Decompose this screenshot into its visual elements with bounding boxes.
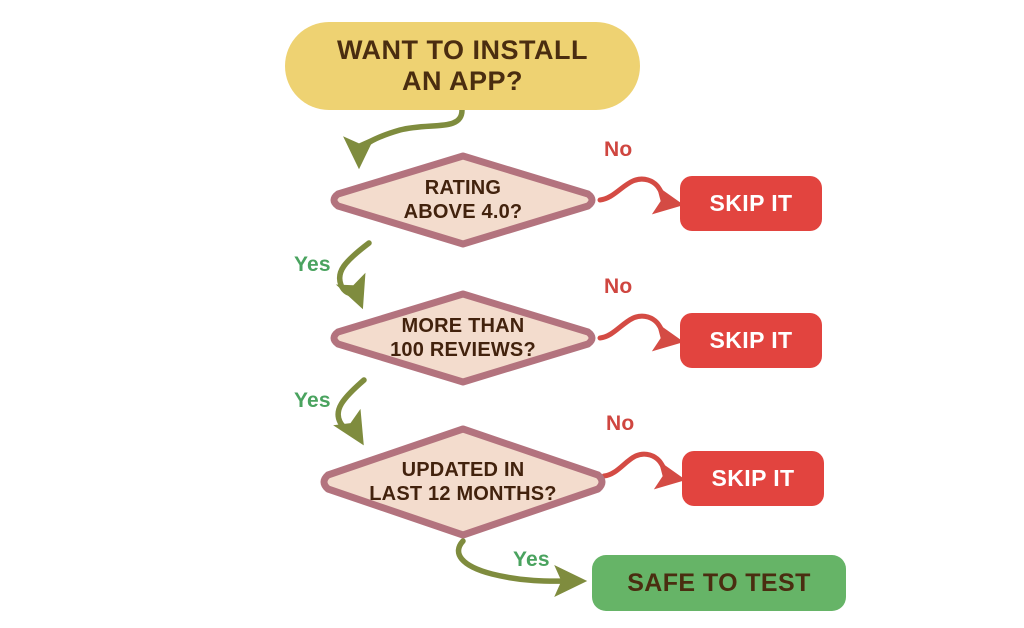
decision-label-reviews: MORE THAN 100 REVIEWS? — [390, 315, 536, 361]
safe-to-test-button[interactable]: SAFE TO TEST — [592, 555, 846, 611]
edge-label-no-1: No — [604, 138, 633, 161]
decision-node-updated[interactable]: UPDATED IN LAST 12 MONTHS? — [316, 423, 610, 541]
skip-it-label: SKIP IT — [709, 327, 793, 353]
decision-label-updated: UPDATED IN LAST 12 MONTHS? — [369, 459, 557, 505]
edge-label-no-3: No — [606, 412, 635, 435]
skip-it-label: SKIP IT — [709, 190, 793, 216]
edge-reviews-no — [597, 313, 684, 352]
skip-it-button-1[interactable]: SKIP IT — [680, 176, 822, 231]
decision-label-rating: RATING ABOVE 4.0? — [403, 177, 523, 223]
decision-node-reviews[interactable]: MORE THAN 100 REVIEWS? — [326, 288, 600, 388]
diamond-shape — [320, 425, 606, 539]
edge-label-yes-2: Yes — [294, 389, 331, 412]
skip-it-label: SKIP IT — [711, 465, 795, 491]
diamond-shape — [330, 152, 596, 248]
edge-updated-no — [601, 451, 686, 490]
skip-it-button-3[interactable]: SKIP IT — [682, 451, 824, 506]
edge-rating-no — [597, 176, 684, 215]
edge-label-yes-1: Yes — [294, 253, 331, 276]
diamond-shape — [330, 290, 596, 386]
skip-it-button-2[interactable]: SKIP IT — [680, 313, 822, 368]
safe-to-test-label: SAFE TO TEST — [627, 568, 811, 597]
decision-node-rating[interactable]: RATING ABOVE 4.0? — [326, 150, 600, 250]
start-node-label: WANT TO INSTALL AN APP? — [337, 34, 588, 96]
edge-label-yes-3: Yes — [513, 548, 550, 571]
edge-label-no-2: No — [604, 275, 633, 298]
start-node[interactable]: WANT TO INSTALL AN APP? — [285, 22, 640, 110]
